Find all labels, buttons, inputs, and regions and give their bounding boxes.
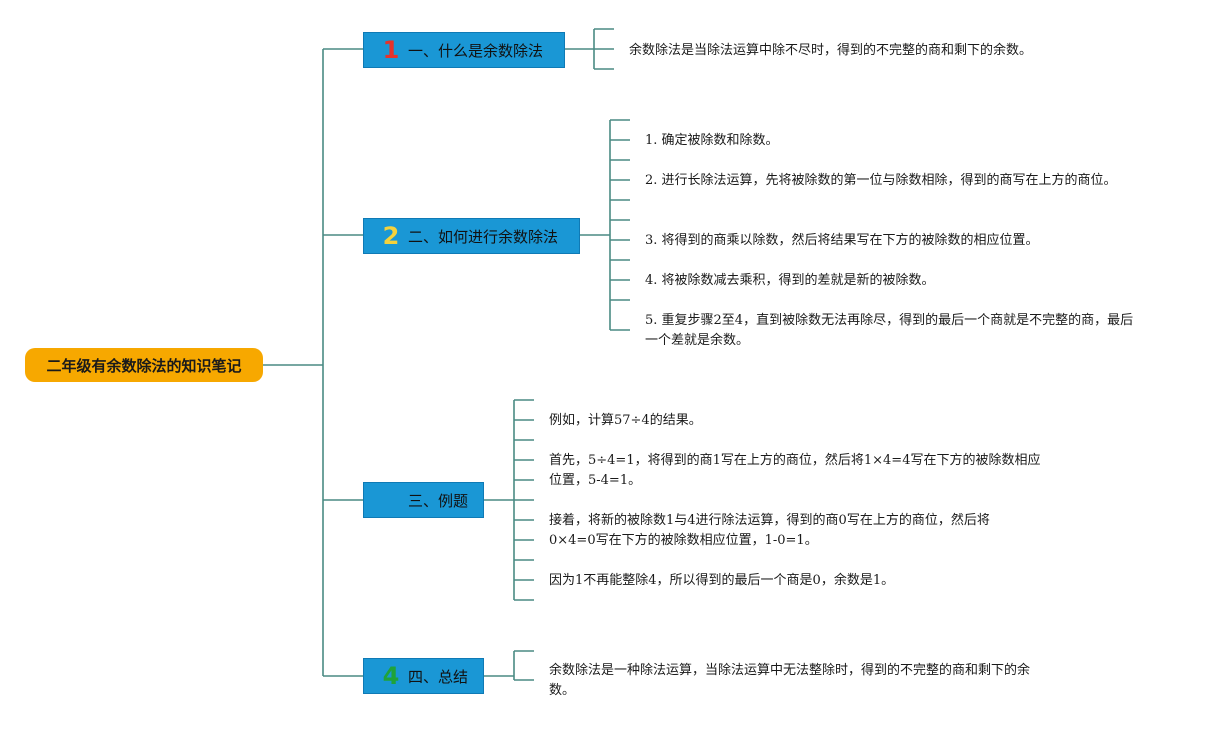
leaf-text[interactable]: 3. 将得到的商乘以除数，然后将结果写在下方的被除数的相应位置。 bbox=[645, 233, 1039, 248]
leaf-text[interactable]: 2. 进行长除法运算，先将被除数的第一位与除数相除，得到的商写在上方的商位。 bbox=[645, 173, 1117, 188]
number-1-icon: 1 bbox=[382, 36, 400, 64]
root-title: 二年级有余数除法的知识笔记 bbox=[46, 356, 242, 375]
leaf-text[interactable]: 例如，计算57÷4的结果。 bbox=[549, 413, 702, 428]
topic-node-2[interactable]: 2 二、如何进行余数除法 bbox=[363, 218, 580, 254]
leaf-text[interactable]: 余数除法是一种除法运算，当除法运算中无法整除时，得到的不完整的商和剩下的余数。 bbox=[549, 663, 1031, 698]
topic-node-4[interactable]: 4 四、总结 bbox=[363, 658, 484, 694]
topic-label: 四、总结 bbox=[408, 667, 469, 686]
number-4-icon: 4 bbox=[382, 662, 400, 690]
root-node[interactable]: 二年级有余数除法的知识笔记 bbox=[25, 348, 263, 382]
topic-node-3[interactable]: 三、例题 bbox=[363, 482, 484, 518]
number-2-icon: 2 bbox=[382, 222, 400, 250]
leaf-text[interactable]: 首先，5÷4=1，将得到的商1写在上方的商位，然后将1×4=4写在下方的被除数相… bbox=[549, 453, 1041, 488]
leaf-text[interactable]: 1. 确定被除数和除数。 bbox=[645, 133, 779, 148]
leaf-text[interactable]: 4. 将被除数减去乘积，得到的差就是新的被除数。 bbox=[645, 273, 935, 288]
leaf-text[interactable]: 余数除法是当除法运算中除不尽时，得到的不完整的商和剩下的余数。 bbox=[629, 43, 1033, 58]
topic-node-1[interactable]: 1 一、什么是余数除法 bbox=[363, 32, 565, 68]
leaf-text[interactable]: 因为1不再能整除4，所以得到的最后一个商是0，余数是1。 bbox=[549, 573, 895, 588]
topic-label: 一、什么是余数除法 bbox=[408, 41, 544, 60]
leaf-text[interactable]: 5. 重复步骤2至4，直到被除数无法再除尽，得到的最后一个商就是不完整的商，最后… bbox=[645, 313, 1134, 348]
leaf-text[interactable]: 接着，将新的被除数1与4进行除法运算，得到的商0写在上方的商位，然后将0×4=0… bbox=[549, 513, 990, 548]
topic-label: 三、例题 bbox=[408, 491, 469, 510]
topic-label: 二、如何进行余数除法 bbox=[408, 227, 559, 246]
